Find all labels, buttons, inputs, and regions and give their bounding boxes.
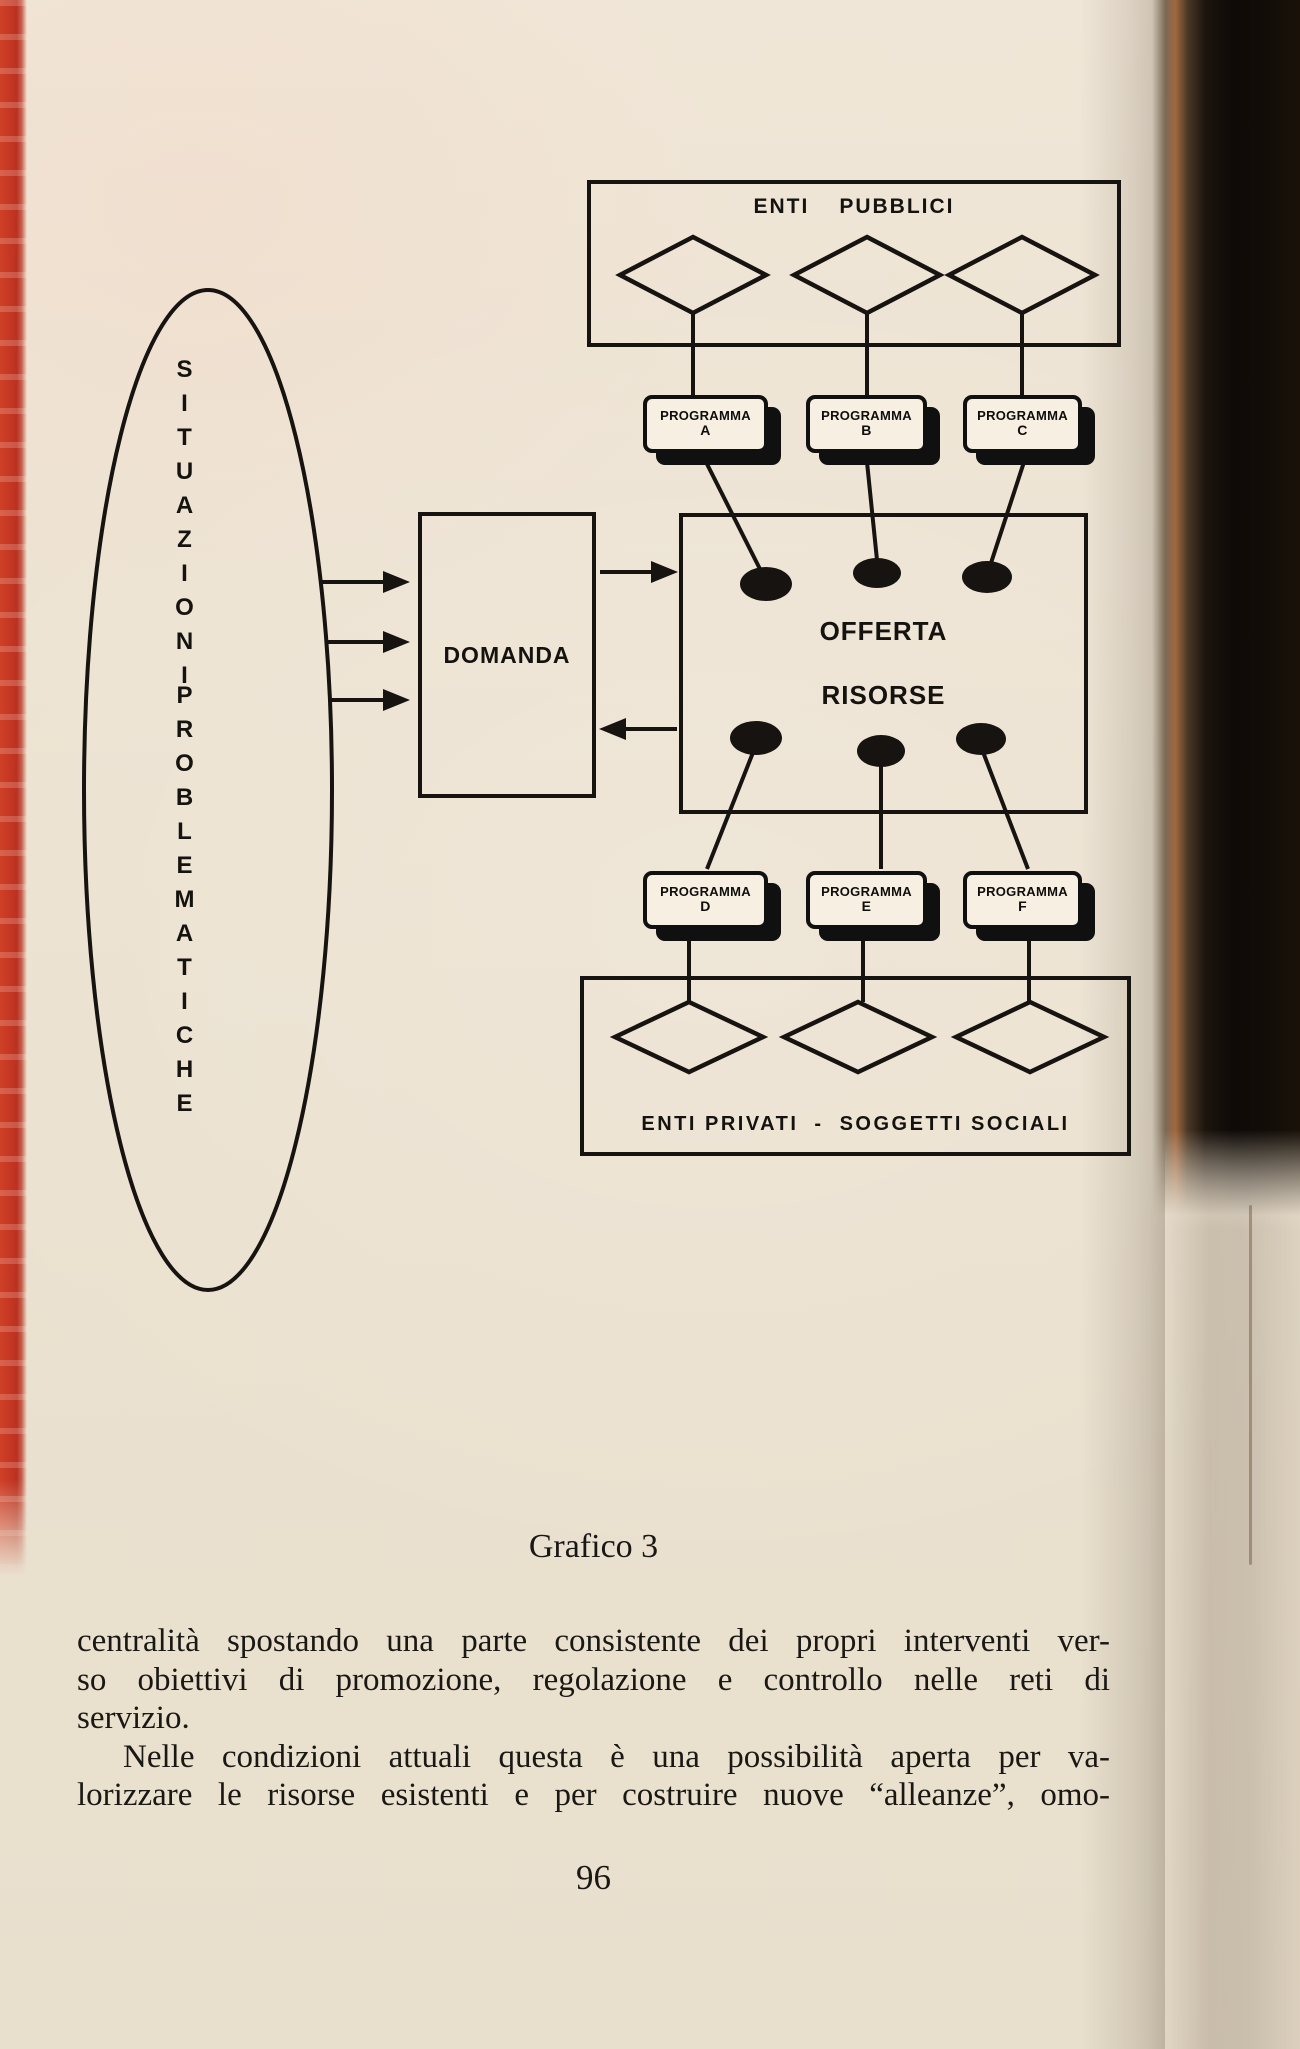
programma-f-card: PROGRAMMA F bbox=[963, 871, 1082, 929]
programma-letter: B bbox=[861, 422, 872, 439]
figure-caption: Grafico 3 bbox=[528, 1528, 659, 1565]
book-gutter-lower-shadow bbox=[1150, 1140, 1300, 2049]
book-gutter-dark bbox=[1152, 0, 1300, 1215]
enti-privati-box: ENTI PRIVATI - SOGGETTI SOCIALI bbox=[580, 976, 1131, 1156]
risorse-label: RISORSE bbox=[821, 680, 946, 710]
programma-letter: D bbox=[700, 898, 711, 915]
body-paragraph: centralità spostando una parte consisten… bbox=[77, 1622, 1110, 1815]
arrow-head-icon bbox=[383, 631, 410, 653]
enti-privati-label: ENTI PRIVATI - SOGGETTI SOCIALI bbox=[584, 1113, 1127, 1136]
text-line: lorizzare le risorse esistenti e per cos… bbox=[77, 1777, 1110, 1813]
arrow-head-icon bbox=[383, 689, 410, 711]
arrow-head-icon bbox=[383, 571, 410, 593]
situazioni-ellipse-outline bbox=[82, 288, 334, 1292]
programma-title: PROGRAMMA bbox=[977, 884, 1068, 900]
label-word: ENTI bbox=[753, 195, 810, 218]
programma-title: PROGRAMMA bbox=[821, 884, 912, 900]
programma-d-card: PROGRAMMA D bbox=[643, 871, 768, 929]
text-line: Nelle condizioni attuali questa è una po… bbox=[123, 1738, 1110, 1775]
programma-e-card: PROGRAMMA E bbox=[806, 871, 927, 929]
label-word: SOGGETTI SOCIALI bbox=[839, 1113, 1070, 1135]
programma-title: PROGRAMMA bbox=[977, 408, 1068, 424]
domanda-label: DOMANDA bbox=[443, 641, 571, 668]
problematiche-word: PROBLEMATICHE bbox=[171, 682, 198, 1124]
page-number: 96 bbox=[576, 1858, 611, 1897]
offerta-risorse-box: OFFERTA RISORSE bbox=[679, 513, 1088, 814]
text-line: centralità spostando una parte consisten… bbox=[77, 1623, 1110, 1659]
programma-b-card: PROGRAMMA B bbox=[806, 395, 927, 453]
offerta-label: OFFERTA bbox=[819, 616, 948, 646]
programma-a-card: PROGRAMMA A bbox=[643, 395, 768, 453]
text-line: servizio. bbox=[77, 1700, 190, 1736]
text-line: so obiettivi di promozione, regolazione … bbox=[77, 1661, 1110, 1698]
domanda-box: DOMANDA bbox=[418, 512, 596, 798]
programma-letter: A bbox=[700, 422, 711, 439]
programma-letter: F bbox=[1018, 898, 1027, 915]
programma-c-card: PROGRAMMA C bbox=[963, 395, 1082, 453]
arrow-head-icon bbox=[599, 718, 626, 740]
enti-pubblici-label: ENTI PUBBLICI bbox=[591, 184, 1117, 219]
programma-letter: E bbox=[861, 898, 872, 915]
arrow-head-icon bbox=[651, 561, 678, 583]
situazioni-word: SITUAZIONI bbox=[171, 356, 198, 696]
page-edge-line bbox=[1249, 1205, 1252, 1565]
programma-letter: C bbox=[1017, 422, 1028, 439]
label-word: ENTI PRIVATI bbox=[641, 1113, 799, 1135]
enti-pubblici-box: ENTI PUBBLICI bbox=[587, 180, 1121, 347]
book-edge-red-strip bbox=[0, 0, 27, 1578]
programma-title: PROGRAMMA bbox=[821, 408, 912, 424]
programma-title: PROGRAMMA bbox=[660, 884, 751, 900]
programma-title: PROGRAMMA bbox=[660, 408, 751, 424]
label-separator: - bbox=[814, 1113, 824, 1135]
label-word: PUBBLICI bbox=[839, 195, 955, 218]
